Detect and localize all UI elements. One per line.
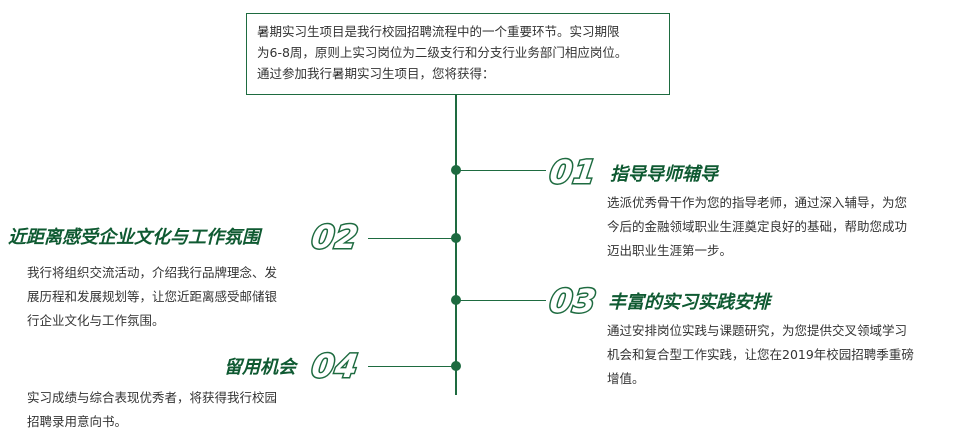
timeline-line xyxy=(455,95,457,395)
intro-line: 通过参加我行暑期实习生项目，您将获得： xyxy=(257,66,495,81)
step-title-02: 近距离感受企业文化与工作氛围 xyxy=(8,227,260,248)
step-number-04: 04 xyxy=(308,346,363,387)
intro-line: 为6-8周，原则上实习岗位为二级支行和分支行业务部门相应岗位。 xyxy=(257,45,628,60)
desc-line: 招聘录用意向书。 xyxy=(27,414,128,429)
step-number-03: 03 xyxy=(546,281,601,322)
timeline-branch-01 xyxy=(456,170,546,171)
intro-box: 暑期实习生项目是我行校园招聘流程中的一个重要环节。实习期限 为6-8周，原则上实… xyxy=(246,13,670,95)
timeline-branch-02 xyxy=(368,238,456,239)
step-description-03: 通过安排岗位实践与课题研究，为您提供交叉领域学习 机会和复合型工作实践，让您在2… xyxy=(607,319,952,391)
desc-line: 实习成绩与综合表现优秀者，将获得我行校园 xyxy=(27,390,278,405)
timeline-dot-02 xyxy=(451,233,461,243)
desc-line: 我行将组织交流活动，介绍我行品牌理念、发 xyxy=(27,265,278,280)
step-description-01: 选派优秀骨干作为您的指导老师，通过深入辅导，为您 今后的金融领域职业生涯奠定良好… xyxy=(607,191,952,263)
desc-line: 展历程和发展规划等，让您近距离感受邮储银 xyxy=(27,289,278,304)
desc-line: 机会和复合型工作实践，让您在2019年校园招聘季重磅 xyxy=(607,347,914,362)
desc-line: 选派优秀骨干作为您的指导老师，通过深入辅导，为您 xyxy=(607,195,908,210)
step-title-03: 丰富的实习实践安排 xyxy=(608,292,770,313)
timeline-branch-03 xyxy=(456,300,546,301)
step-description-02: 我行将组织交流活动，介绍我行品牌理念、发 展历程和发展规划等，让您近距离感受邮储… xyxy=(27,261,327,333)
step-number-02: 02 xyxy=(308,217,363,258)
intro-line: 暑期实习生项目是我行校园招聘流程中的一个重要环节。实习期限 xyxy=(257,24,620,39)
desc-line: 行企业文化与工作氛围。 xyxy=(27,313,165,328)
step-title-01: 指导导师辅导 xyxy=(610,164,718,185)
step-title-04: 留用机会 xyxy=(224,357,296,378)
desc-line: 增值。 xyxy=(607,371,645,386)
desc-line: 今后的金融领域职业生涯奠定良好的基础，帮助您成功 xyxy=(607,219,908,234)
desc-line: 迈出职业生涯第一步。 xyxy=(607,243,733,258)
timeline-branch-04 xyxy=(368,366,456,367)
step-number-01: 01 xyxy=(546,152,601,193)
step-description-04: 实习成绩与综合表现优秀者，将获得我行校园 招聘录用意向书。 xyxy=(27,386,327,434)
desc-line: 通过安排岗位实践与课题研究，为您提供交叉领域学习 xyxy=(607,323,908,338)
timeline-dot-04 xyxy=(451,361,461,371)
